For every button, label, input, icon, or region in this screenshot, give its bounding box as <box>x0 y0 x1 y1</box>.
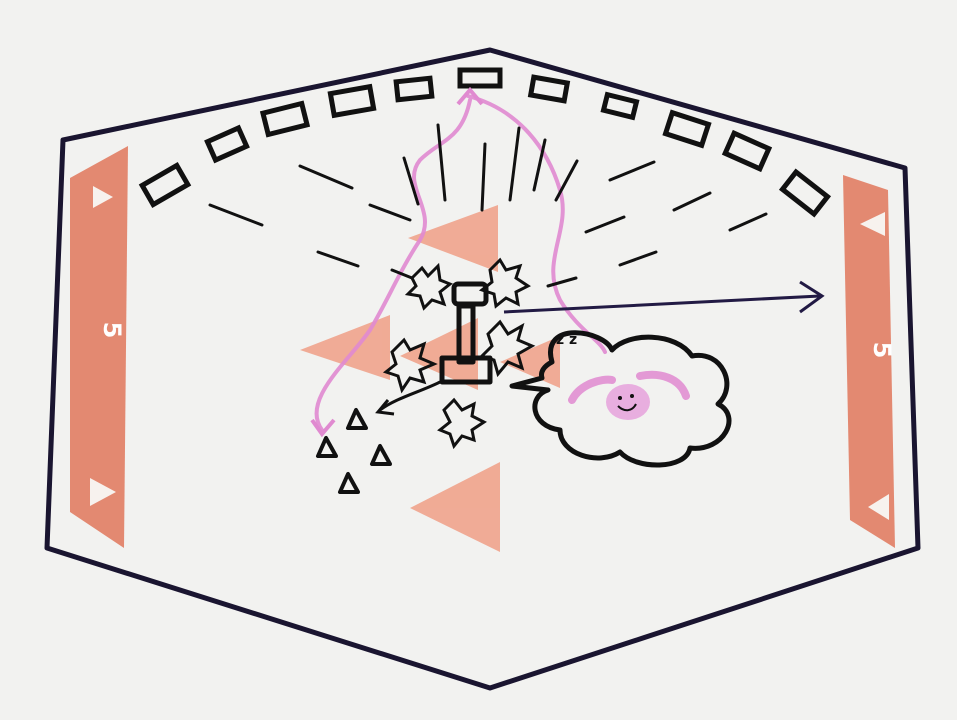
cloud-face-icon <box>606 384 650 420</box>
left-side-panel: 5 <box>70 146 128 548</box>
cloud-eye <box>618 396 622 400</box>
left-score: 5 <box>98 322 126 339</box>
right-score: 5 <box>868 342 896 359</box>
cloud-eye <box>630 394 634 398</box>
right-side-panel: 5 <box>843 175 896 548</box>
